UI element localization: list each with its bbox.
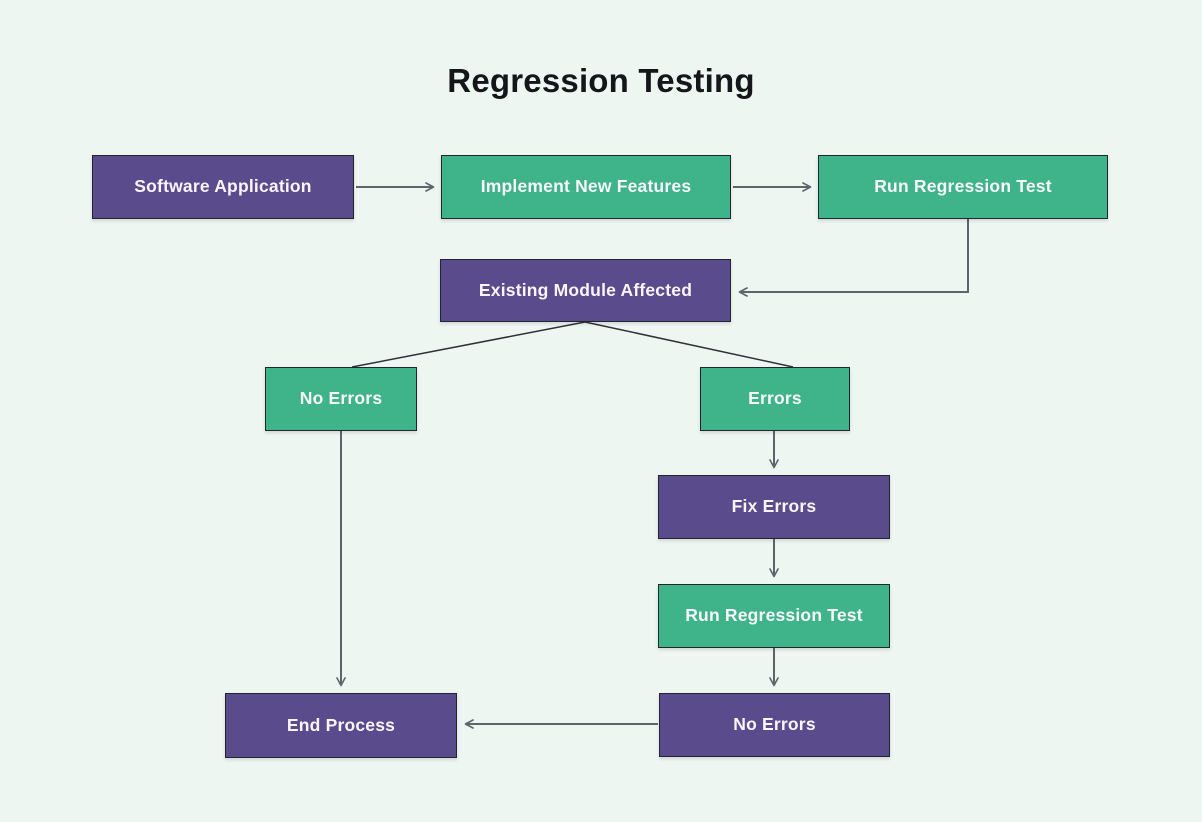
- node-end-process-label: End Process: [286, 714, 396, 735]
- node-run-regression-test-1-label: Run Regression Test: [874, 176, 1052, 197]
- node-software-application: Software Application: [92, 155, 354, 219]
- edge-existingmodule-to-noerrors-left: [351, 321, 586, 368]
- node-errors-label: Errors: [748, 388, 802, 409]
- node-fix-errors-label: Fix Errors: [731, 496, 817, 517]
- node-end-process: End Process: [225, 693, 457, 758]
- node-existing-module-affected: Existing Module Affected: [440, 259, 731, 322]
- node-implement-new-features: Implement New Features: [441, 155, 731, 219]
- node-run-regression-test-1: Run Regression Test: [818, 155, 1108, 219]
- node-fix-errors: Fix Errors: [658, 475, 890, 539]
- node-errors: Errors: [700, 367, 850, 431]
- node-no-errors-bottom: No Errors: [659, 693, 890, 757]
- node-no-errors-left: No Errors: [265, 367, 417, 431]
- diagram-title: Regression Testing: [447, 62, 755, 99]
- node-existing-module-affected-label: Existing Module Affected: [478, 279, 693, 300]
- node-run-regression-test-2: Run Regression Test: [658, 584, 890, 648]
- edge-runregression1-to-existingmodule: [738, 219, 969, 297]
- node-no-errors-bottom-label: No Errors: [733, 714, 816, 735]
- edge-existingmodule-to-errors: [584, 321, 794, 368]
- node-no-errors-left-label: No Errors: [299, 388, 383, 409]
- node-run-regression-test-2-label: Run Regression Test: [685, 605, 863, 626]
- node-implement-new-features-label: Implement New Features: [480, 176, 692, 197]
- node-software-application-label: Software Application: [134, 176, 312, 197]
